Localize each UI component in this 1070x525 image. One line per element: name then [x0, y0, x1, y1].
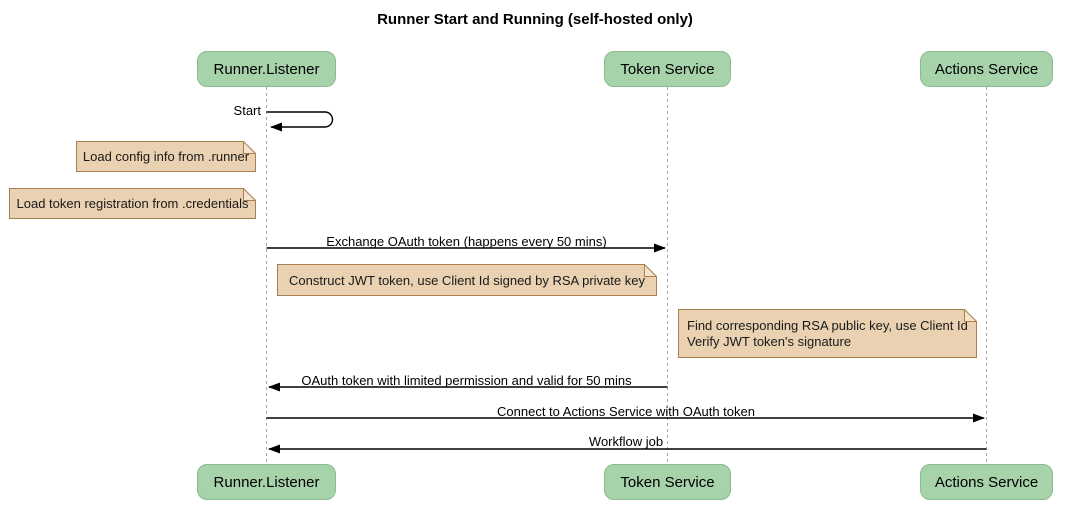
- participant-label: Token Service: [620, 473, 715, 491]
- participant-runner-listener-bottom: Runner.Listener: [197, 464, 336, 500]
- participant-runner-listener-top: Runner.Listener: [197, 51, 336, 87]
- participant-label: Actions Service: [934, 60, 1039, 78]
- note-fold-icon: [243, 188, 256, 201]
- note-text-line1: Find corresponding RSA public key, use C…: [687, 317, 968, 333]
- participant-actions-service-top: Actions Service: [920, 51, 1053, 87]
- note-text: Load token registration from .credential…: [16, 196, 249, 211]
- participant-label: Runner.Listener: [213, 473, 320, 491]
- participant-label: Runner.Listener: [213, 60, 320, 78]
- note-construct-jwt: Construct JWT token, use Client Id signe…: [277, 264, 657, 296]
- message-label-exchange-oauth: Exchange OAuth token (happens every 50 m…: [326, 234, 607, 249]
- message-label-start: Start: [233, 103, 261, 118]
- diagram-title: Runner Start and Running (self-hosted on…: [377, 11, 693, 28]
- participant-label: Token Service: [620, 60, 715, 78]
- note-fold-icon: [243, 141, 256, 154]
- participant-label: Actions Service: [934, 473, 1039, 491]
- message-arrow-start-self-loop: [266, 111, 334, 132]
- note-load-config: Load config info from .runner: [76, 141, 256, 172]
- note-load-credentials: Load token registration from .credential…: [9, 188, 256, 219]
- note-text: Load config info from .runner: [82, 149, 250, 164]
- participant-token-service-top: Token Service: [604, 51, 731, 87]
- message-label-connect: Connect to Actions Service with OAuth to…: [497, 404, 755, 419]
- note-fold-icon: [644, 264, 657, 277]
- participant-actions-service-bottom: Actions Service: [920, 464, 1053, 500]
- note-fold-icon: [964, 309, 977, 322]
- message-label-workflow-job: Workflow job: [588, 434, 664, 449]
- note-text-line2: Verify JWT token's signature: [687, 333, 852, 349]
- message-label-oauth-return: OAuth token with limited permission and …: [301, 373, 632, 388]
- note-text: Construct JWT token, use Client Id signe…: [289, 272, 645, 288]
- participant-token-service-bottom: Token Service: [604, 464, 731, 500]
- note-find-rsa-key: Find corresponding RSA public key, use C…: [678, 309, 977, 358]
